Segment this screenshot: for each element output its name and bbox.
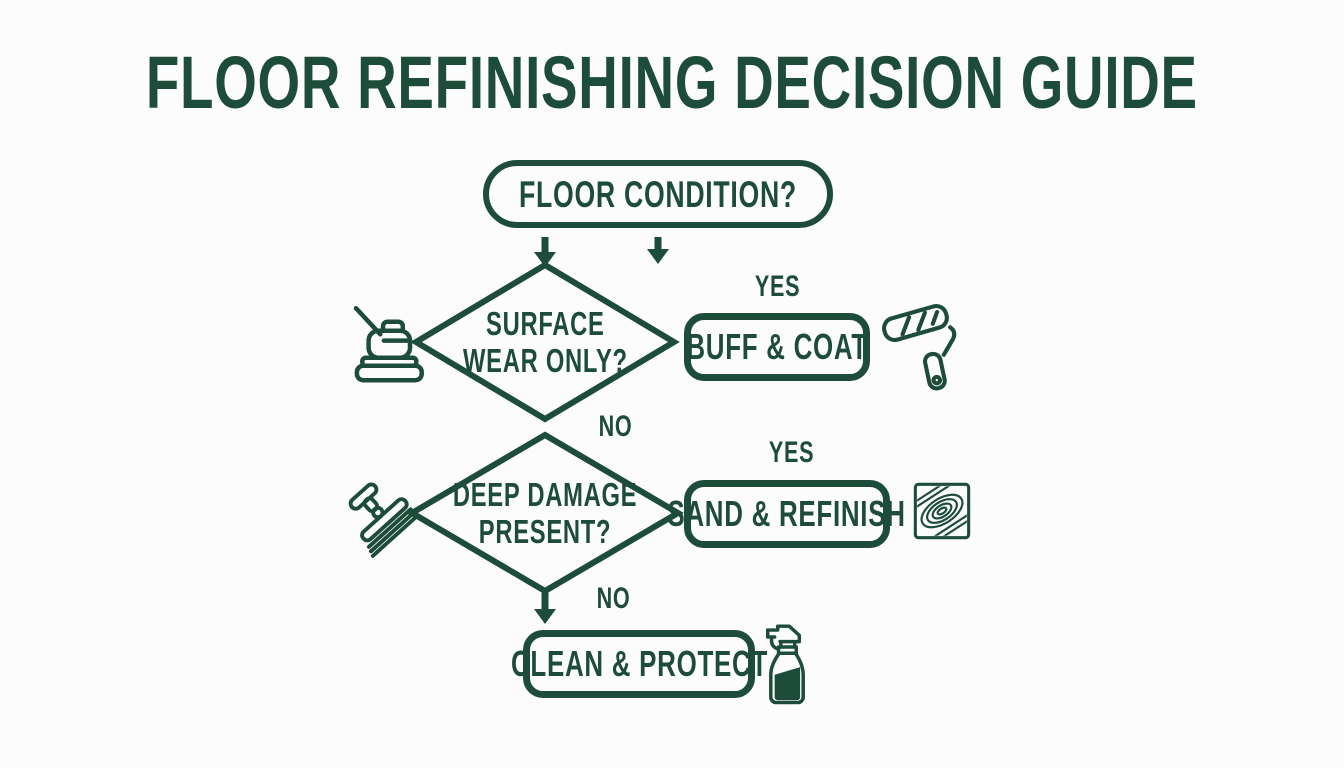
arrow-down-left-icon — [534, 237, 556, 267]
decision2-no-label: NO — [596, 582, 630, 615]
arrow-down-right-icon — [647, 237, 669, 264]
outcome-clean-and-protect: CLEAN & PROTECT — [510, 630, 767, 698]
decision1-no-label: NO — [598, 410, 632, 443]
outcome-sand-and-refinish: SAND & REFINISH — [668, 480, 905, 548]
start-node-floor-condition: FLOOR CONDITION? — [483, 160, 833, 228]
floor-buffer-machine-icon — [338, 300, 428, 392]
decision2-yes-label: YES — [769, 436, 815, 469]
outcome-buff-and-coat: BUFF & COAT — [684, 313, 870, 381]
decision2-line1: DEEP DAMAGE — [452, 476, 638, 513]
decision1-diamond — [410, 261, 680, 423]
outcome-buff-label: BUFF & COAT — [686, 326, 868, 367]
page-title: FLOOR REFINISHING DECISION GUIDE — [0, 41, 1344, 124]
decision1-line2: WEAR ONLY? — [462, 342, 628, 379]
spray-bottle-icon — [760, 620, 814, 708]
outcome-clean-label: CLEAN & PROTECT — [510, 643, 768, 684]
page-title-text: FLOOR REFINISHING DECISION GUIDE — [146, 41, 1199, 124]
outcome-sand-label: SAND & REFINISH — [667, 493, 907, 534]
decision2-line2: PRESENT? — [478, 513, 612, 550]
decision1-yes-label: YES — [755, 270, 801, 303]
arrow-down-no-icon — [534, 591, 556, 624]
wood-grain-icon — [911, 478, 973, 544]
start-node-label: FLOOR CONDITION? — [519, 173, 797, 215]
decision2-text: DEEP DAMAGE PRESENT? — [406, 429, 684, 597]
decision1-line1: SURFACE — [485, 305, 605, 342]
floor-scraper-icon — [342, 470, 420, 562]
decision1-text: SURFACE WEAR ONLY? — [410, 259, 680, 425]
paint-roller-icon — [874, 299, 966, 395]
